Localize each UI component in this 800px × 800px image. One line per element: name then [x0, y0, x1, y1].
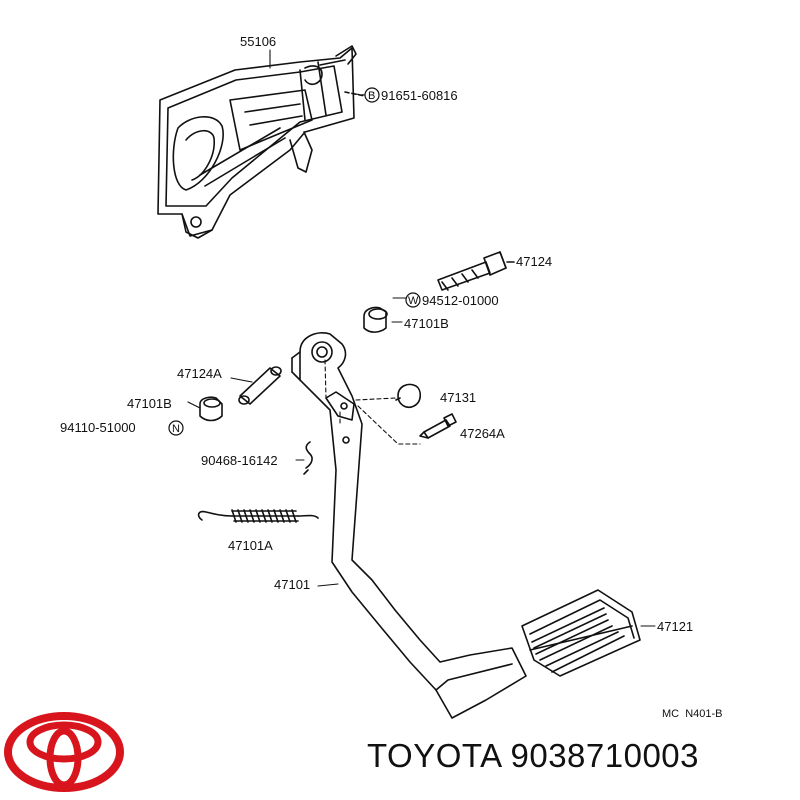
brand-name: TOYOTA	[367, 737, 501, 774]
cushion-47131-drawing	[395, 383, 422, 409]
part-number: 9038710003	[510, 737, 700, 774]
ref-letter-b: B	[368, 90, 375, 102]
leader-solid-lines	[187, 49, 656, 627]
label-55106: 55106	[240, 34, 276, 49]
pedal-pad-drawing	[521, 589, 641, 677]
brand-caption: TOYOTA 9038710003	[367, 737, 699, 775]
label-90468-16142: 90468-16142	[201, 453, 278, 468]
ref-letter-w: W	[408, 295, 419, 307]
pin-47124A-drawing	[238, 366, 282, 405]
leader-lines	[324, 93, 421, 445]
ref-circle-w	[405, 292, 421, 308]
bolt-47264A-drawing	[419, 413, 457, 439]
label-91651-60816: 91651-60816	[381, 88, 458, 103]
label-47124: 47124	[516, 254, 552, 269]
bushing-right-drawing	[363, 306, 388, 333]
label-47101B-right: 47101B	[404, 316, 449, 331]
return-spring-drawing	[197, 509, 319, 523]
pivot-bolt-drawing	[437, 251, 515, 291]
label-47101B-left: 47101B	[127, 396, 172, 411]
clip-90468-drawing	[303, 441, 313, 475]
label-47101A: 47101A	[228, 538, 273, 553]
label-47101: 47101	[274, 577, 310, 592]
pedal-bracket-drawing	[157, 45, 366, 239]
label-47131: 47131	[440, 390, 476, 405]
label-94512-01000: 94512-01000	[422, 293, 499, 308]
diagram-code: MC N401-B	[662, 708, 723, 720]
label-47121: 47121	[657, 619, 693, 634]
label-94110-51000: 94110-51000	[60, 420, 136, 435]
clutch-pedal-arm-drawing	[291, 332, 527, 719]
label-47264A: 47264A	[460, 426, 505, 441]
ref-circle-n	[168, 420, 184, 436]
toyota-logo-icon	[4, 712, 124, 792]
ref-letter-n: N	[172, 423, 180, 435]
ref-circle-b	[364, 87, 380, 103]
bushing-left-drawing	[199, 396, 223, 422]
label-47124A: 47124A	[177, 366, 222, 381]
